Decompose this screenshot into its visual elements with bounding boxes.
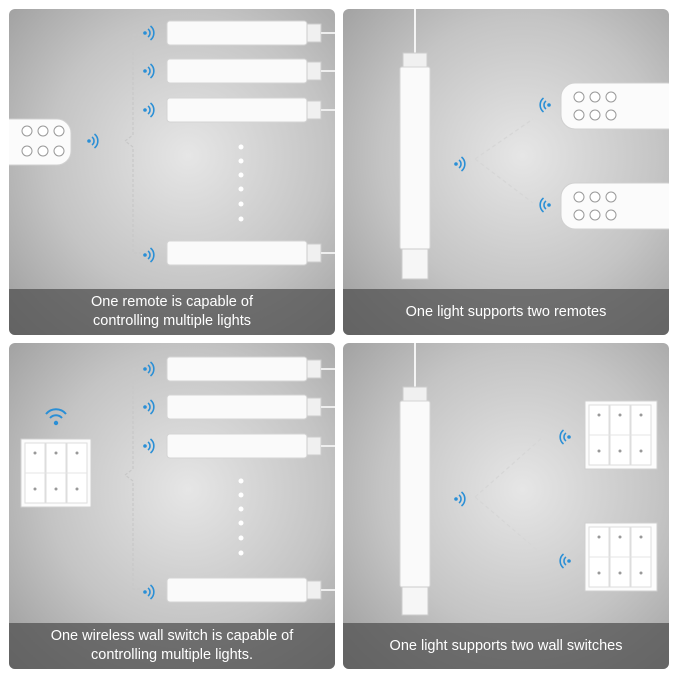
signal-icon — [559, 429, 572, 445]
remote-control-1 — [560, 82, 669, 130]
signal-icon — [142, 102, 155, 118]
light-bar-2 — [166, 394, 335, 420]
light-bar-2 — [166, 58, 335, 84]
panel-switch-multiple-lights: One wireless wall switch is capable of c… — [9, 343, 335, 669]
light-bar-4 — [166, 577, 335, 603]
remote-control — [9, 118, 72, 166]
panel-remote-multiple-lights: One remote is capable of controlling mul… — [9, 9, 335, 335]
wall-switch — [20, 438, 92, 508]
signal-icon — [142, 25, 155, 41]
signal-icon — [539, 97, 552, 113]
remote-control-2 — [560, 182, 669, 230]
light-bar-1 — [166, 20, 335, 46]
signal-icon — [142, 247, 155, 263]
signal-icon — [142, 361, 155, 377]
light-bar-vertical — [399, 386, 431, 616]
wall-switch-2 — [584, 522, 658, 592]
signal-icon — [453, 491, 466, 507]
panel-light-two-remotes: One light supports two remotes — [343, 9, 669, 335]
ellipsis-dots — [238, 478, 244, 556]
signal-icon — [539, 197, 552, 213]
light-bar-vertical — [399, 52, 431, 280]
light-bar-4 — [166, 240, 335, 266]
signal-icon — [142, 63, 155, 79]
light-bar-3 — [166, 433, 335, 459]
wifi-icon — [45, 408, 67, 426]
caption: One light supports two remotes — [343, 289, 669, 335]
signal-icon — [142, 438, 155, 454]
caption-text: One wireless wall switch is capable of c… — [50, 628, 294, 663]
light-bar-3 — [166, 97, 335, 123]
signal-icon — [142, 584, 155, 600]
signal-icon — [453, 156, 466, 172]
wall-switch-1 — [584, 400, 658, 470]
signal-icon — [86, 133, 99, 149]
caption-text: One remote is capable of controlling mul… — [90, 294, 253, 329]
signal-icon — [142, 399, 155, 415]
caption-text: One light supports two remotes — [405, 303, 607, 320]
panel-light-two-switches: One light supports two wall switches — [343, 343, 669, 669]
ellipsis-dots — [238, 144, 244, 222]
light-bar-1 — [166, 356, 335, 382]
caption: One remote is capable of controlling mul… — [9, 289, 335, 335]
caption: One light supports two wall switches — [343, 623, 669, 669]
caption: One wireless wall switch is capable of c… — [9, 623, 335, 669]
signal-icon — [559, 553, 572, 569]
caption-text: One light supports two wall switches — [389, 637, 623, 654]
